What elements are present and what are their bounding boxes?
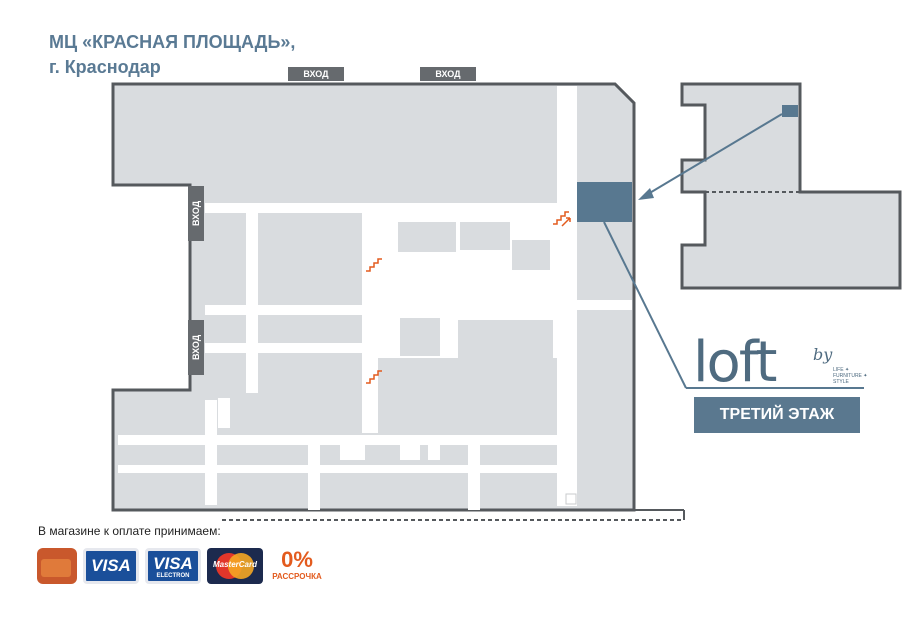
shop-block — [400, 318, 440, 356]
stairs-icon — [366, 211, 571, 384]
pointer-line — [647, 113, 783, 195]
visa-label: VISA — [91, 556, 131, 575]
small-square — [565, 493, 577, 505]
loft-logo-word: loft — [693, 330, 778, 395]
mastercard-orange-circle — [228, 553, 254, 579]
shop-block — [458, 320, 553, 358]
corridor-lower-vertical2 — [308, 440, 320, 510]
shop-block — [398, 222, 456, 252]
electron-sublabel: ELECTRON — [156, 573, 190, 579]
shop-block — [428, 445, 440, 460]
shop-block — [512, 240, 550, 270]
corridor-horizontal-top — [205, 203, 575, 213]
entrance-top-right: ВХОД — [420, 67, 476, 81]
entrance-left-bottom: ВХОД — [188, 320, 204, 375]
installment-percent: 0% — [281, 547, 313, 572]
mall-title: МЦ «КРАСНАЯ ПЛОЩАДЬ», г. Краснодар — [49, 30, 295, 80]
visa-electron-label: VISA — [153, 554, 193, 573]
installment-icon: 0% РАССРОЧКА — [269, 548, 325, 584]
installment-label: РАССРОЧКА — [272, 572, 322, 581]
corridor-vertical-mid — [362, 213, 378, 433]
callout-line — [603, 221, 687, 389]
shop-block — [400, 445, 420, 460]
corridor-bottom — [118, 465, 568, 473]
payment-methods: VISA VISA ELECTRON MasterCard 0% РАССРОЧ… — [37, 548, 325, 584]
cash-wallet-icon — [37, 548, 77, 584]
mall-city: г. Краснодар — [49, 57, 161, 77]
corridor-horizontal-mid2 — [205, 343, 365, 353]
corridor-lower-vertical — [205, 400, 217, 505]
mastercard-label: MasterCard — [212, 560, 257, 569]
overview-store-marker — [782, 105, 798, 117]
loft-logo: loft by LIFE ✦ FURNITURE ✦ STYLE — [693, 335, 868, 435]
pointer-arrowhead — [638, 188, 654, 200]
mall-name: МЦ «КРАСНАЯ ПЛОЩАДЬ», — [49, 32, 296, 52]
shop-block — [460, 222, 510, 250]
corridor-vertical-right — [557, 86, 577, 506]
visa-card-icon: VISA — [83, 548, 139, 584]
floor-badge: ТРЕТИЙ ЭТАЖ — [694, 397, 860, 433]
payment-title: В магазине к оплате принимаем: — [38, 524, 221, 538]
loft-store-location — [577, 182, 632, 222]
loft-logo-script: by — [813, 345, 833, 364]
visa-electron-card-icon: VISA ELECTRON — [145, 548, 201, 584]
corridor-left-vertical — [246, 213, 258, 393]
corridor-lower-vertical3 — [468, 440, 480, 510]
corridor-horizontal-right — [577, 300, 632, 310]
corridor-horizontal-mid — [205, 305, 365, 315]
overview-map-outline — [680, 82, 902, 290]
shop-block — [218, 398, 230, 428]
shop-block — [340, 445, 365, 460]
entrance-left-top: ВХОД — [188, 186, 204, 241]
shop-block — [118, 445, 188, 465]
entrance-top-left: ВХОД — [288, 67, 344, 81]
mastercard-icon: MasterCard — [207, 548, 263, 584]
corridor-horizontal-lower — [118, 435, 568, 445]
loft-logo-tagline: LIFE ✦ FURNITURE ✦ STYLE — [833, 367, 868, 385]
shop-block — [380, 365, 550, 433]
